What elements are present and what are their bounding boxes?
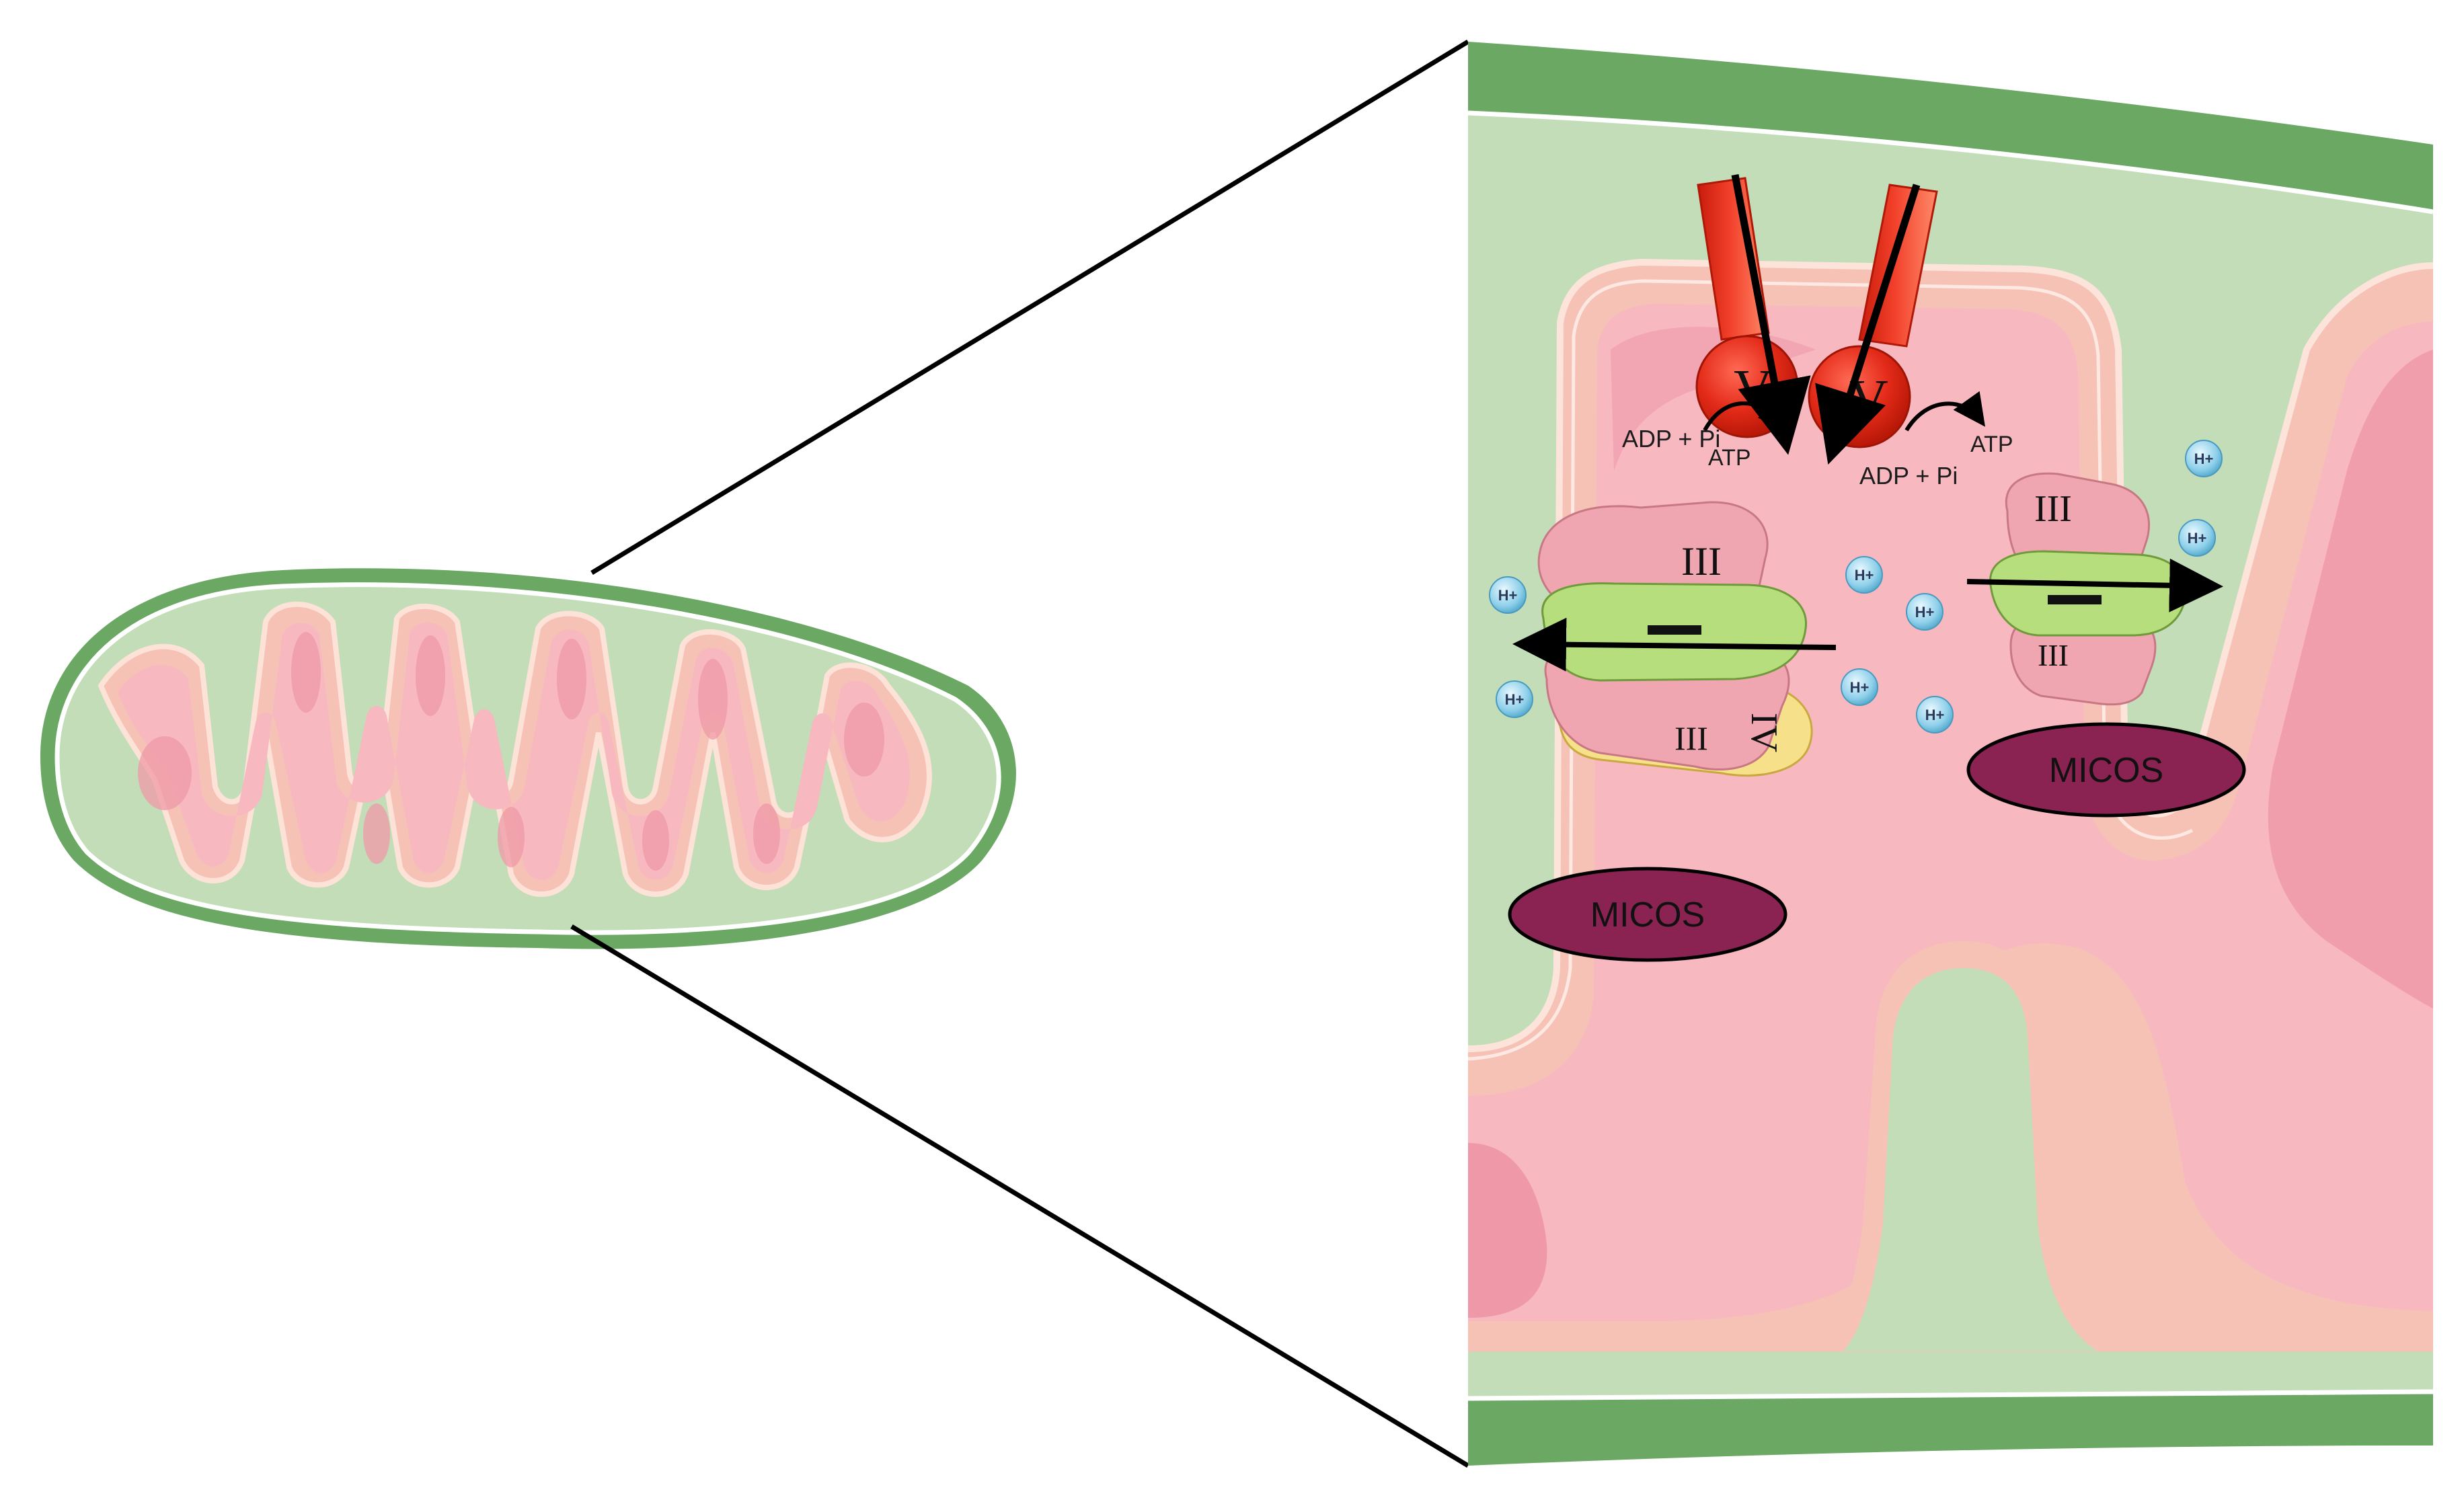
adp-label-right: ADP + Pi (1859, 462, 1958, 489)
protons: H+ H+ H+ H+ H+ H+ H+ H+ (1489, 440, 2223, 734)
complex-i-green-right (1989, 550, 2188, 637)
svg-text:H+: H+ (1498, 587, 1518, 604)
proton-flow-arrow-right (1966, 558, 2223, 612)
proton: H+ (1845, 556, 1883, 594)
right-lower-numeral: III (2038, 638, 2069, 672)
right-upper-numeral: III (2034, 488, 2072, 530)
left-yellow-numeral: IV (1743, 713, 1785, 752)
micos-left: MICOS (1508, 867, 1787, 962)
proton: H+ (1916, 696, 1954, 734)
micos-right: MICOS (1966, 722, 2246, 818)
atp-synthase-right: V (1808, 184, 1938, 465)
atp-label-right: ATP (1970, 432, 2013, 457)
left-lower-numeral: III (1674, 719, 1708, 757)
adp-label-left: ADP + Pi (1622, 425, 1720, 452)
zoom-line-bottom (570, 924, 1469, 1468)
etc-complexes-left: III III IV (1512, 501, 1837, 777)
etc-complexes-right: III III (1966, 472, 2223, 706)
zoom-matrix-shading-2 (2268, 350, 2433, 1008)
atp-label-left: ATP (1708, 445, 1751, 471)
micos-left-label: MICOS (1590, 896, 1705, 935)
atp-reaction-arrow-right (1904, 391, 1985, 432)
svg-text:H+: H+ (1855, 567, 1874, 584)
left-middle-numeral-bar (1648, 625, 1701, 635)
svg-text:H+: H+ (1850, 679, 1870, 696)
micos-right-label: MICOS (2049, 751, 2163, 790)
complex-iii-upper-right (2005, 472, 2151, 576)
proton: H+ (1841, 668, 1878, 706)
zoom-matrix-shading-1 (1468, 1143, 1547, 1318)
svg-text:H+: H+ (1925, 707, 1945, 723)
zoom-line-top (590, 40, 1469, 575)
svg-text:H+: H+ (2194, 450, 2214, 467)
proton: H+ (1496, 680, 1533, 718)
left-upper-numeral: III (1681, 539, 1722, 584)
mitochondrion-overview (40, 568, 1016, 949)
svg-text:H+: H+ (1915, 604, 1935, 621)
proton: H+ (2185, 440, 2223, 477)
proton: H+ (2178, 519, 2216, 557)
proton-flow-arrow-left (1512, 617, 1837, 672)
atp-reaction-arrow-left (1703, 397, 1791, 434)
svg-text:H+: H+ (1505, 691, 1525, 708)
proton: H+ (1489, 576, 1527, 614)
overview-matrix-shading (138, 632, 884, 871)
proton: H+ (1906, 593, 1943, 631)
svg-text:H+: H+ (2188, 530, 2207, 547)
right-middle-numeral-bar (2048, 595, 2102, 604)
